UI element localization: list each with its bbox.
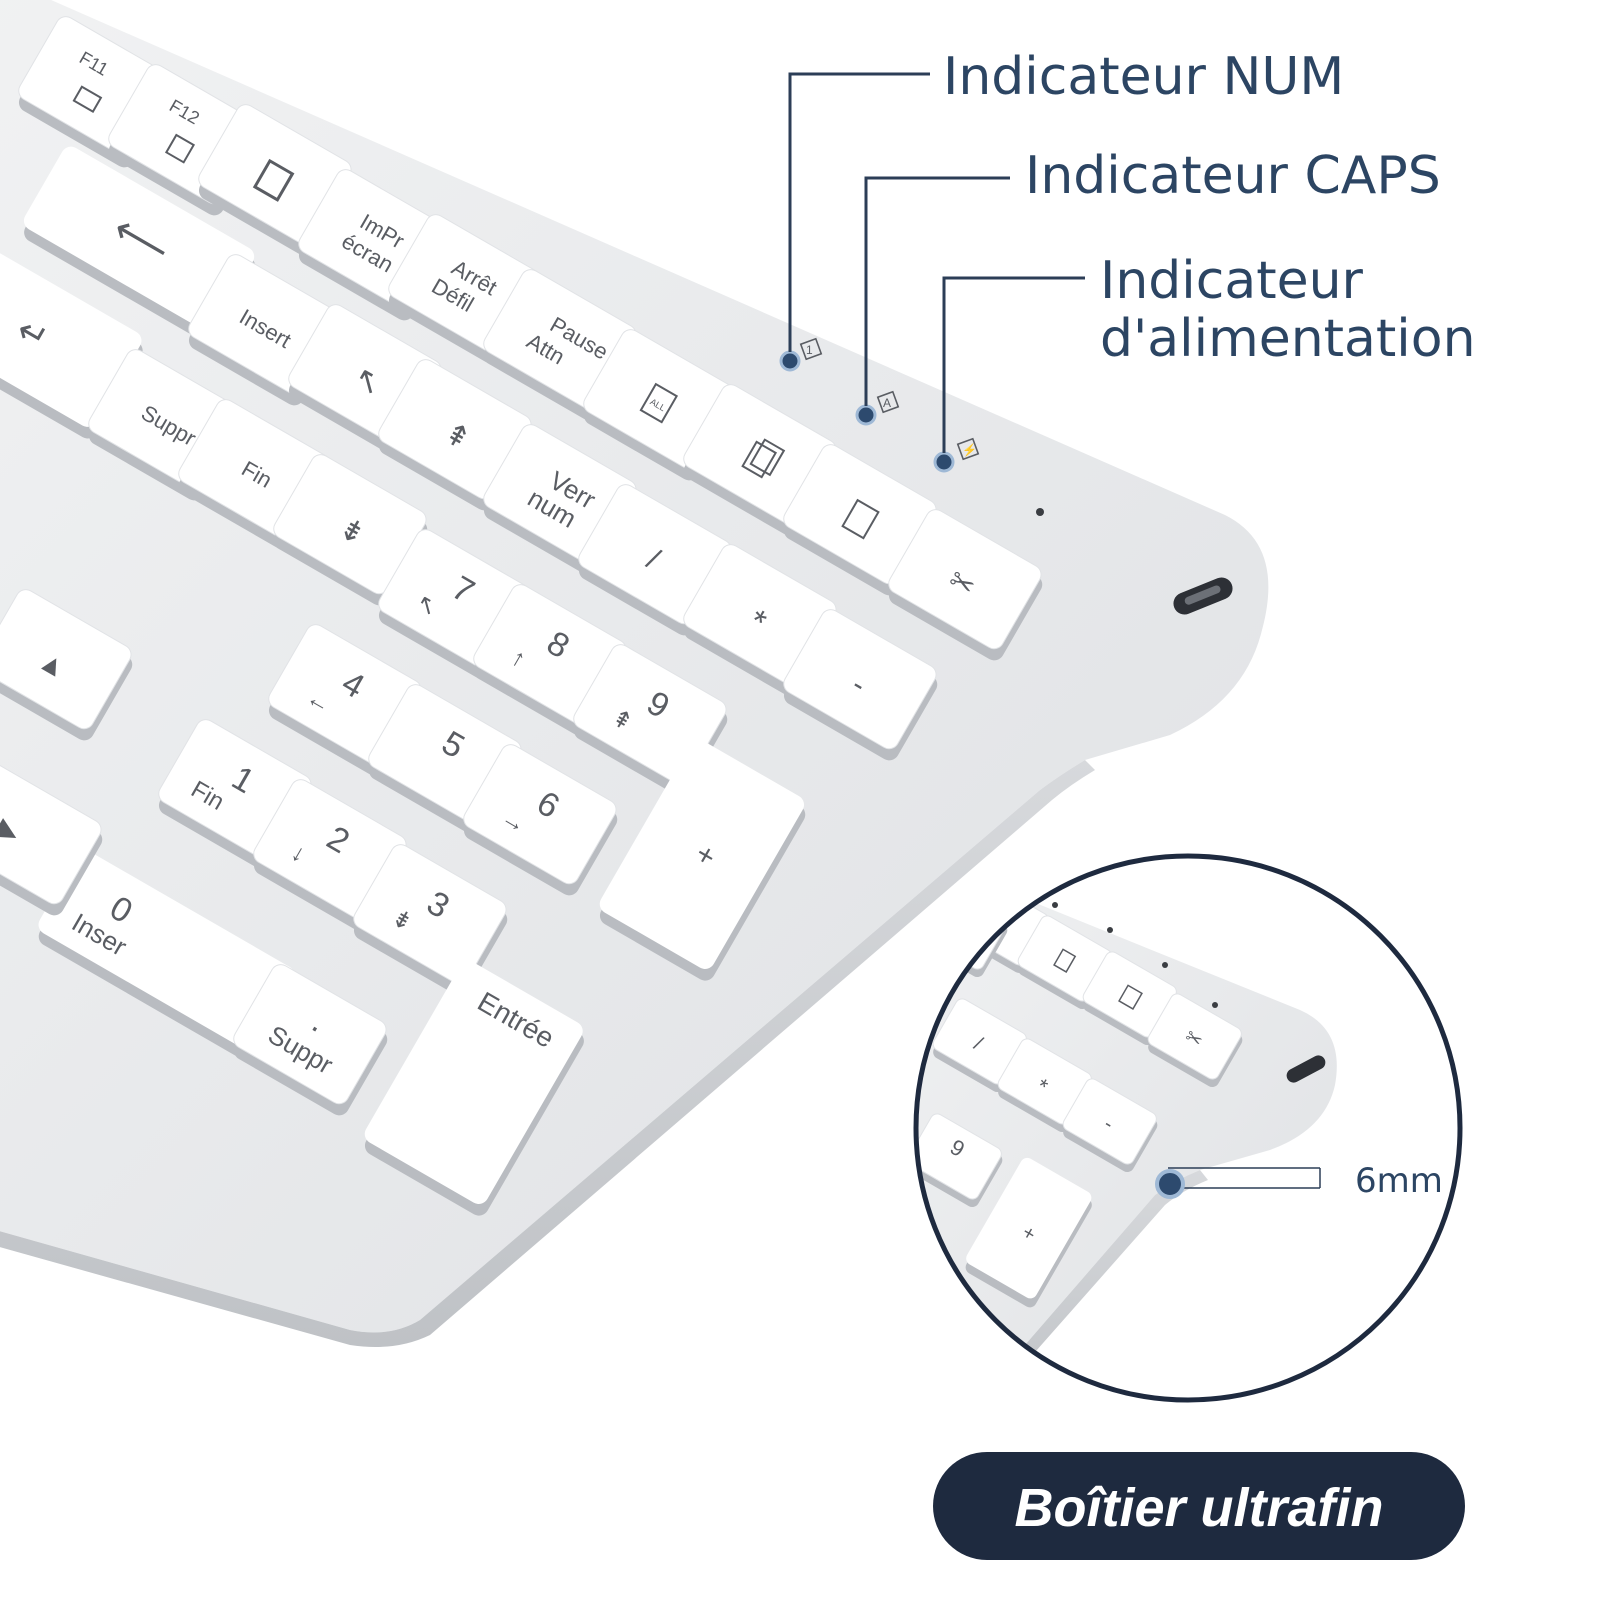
power-indicator-icon: ⚡	[962, 443, 977, 457]
caps-callout-line	[864, 176, 1010, 406]
badge-label: Boîtier ultrafin	[1014, 1478, 1383, 1538]
thickness-marker-dot	[1155, 1169, 1185, 1199]
num-indicator-dot	[779, 350, 801, 372]
caps-indicator-icon: A	[883, 396, 891, 410]
caps-callout-label: Indicateur CAPS	[1025, 146, 1441, 206]
keyboard-edge	[0, 760, 1095, 1348]
inset-copy-icon	[1053, 948, 1077, 973]
power-indicator-dot	[933, 451, 955, 473]
num-indicator-icon: 1	[806, 343, 813, 357]
copy-icon	[741, 440, 778, 479]
thickness-inset: ✂ / * - 9 + 6mm	[913, 853, 1463, 1403]
power-callout-label-line1: Indicateur	[1100, 251, 1364, 311]
keyboard: F11 F12 ⟵ ImPr écran Arrêt Défil Pause A…	[0, 0, 1269, 1348]
paste-icon	[841, 498, 880, 540]
callouts: Indicateur NUM Indicateur CAPS Indicateu…	[788, 47, 1476, 453]
select-all-icon	[639, 382, 679, 424]
thickness-label: 6mm	[1355, 1161, 1443, 1201]
num-callout-label: Indicateur NUM	[943, 47, 1344, 107]
ultrathin-badge: Boîtier ultrafin	[933, 1452, 1465, 1560]
caps-indicator-dot	[855, 404, 877, 426]
power-callout-line	[942, 276, 1085, 453]
inset-circle-border	[913, 853, 1463, 1403]
inset-paste-icon	[1118, 984, 1143, 1010]
power-callout-label-line2: d'alimentation	[1100, 309, 1476, 369]
calculator-icon	[252, 158, 295, 202]
num-callout-line	[788, 72, 930, 352]
